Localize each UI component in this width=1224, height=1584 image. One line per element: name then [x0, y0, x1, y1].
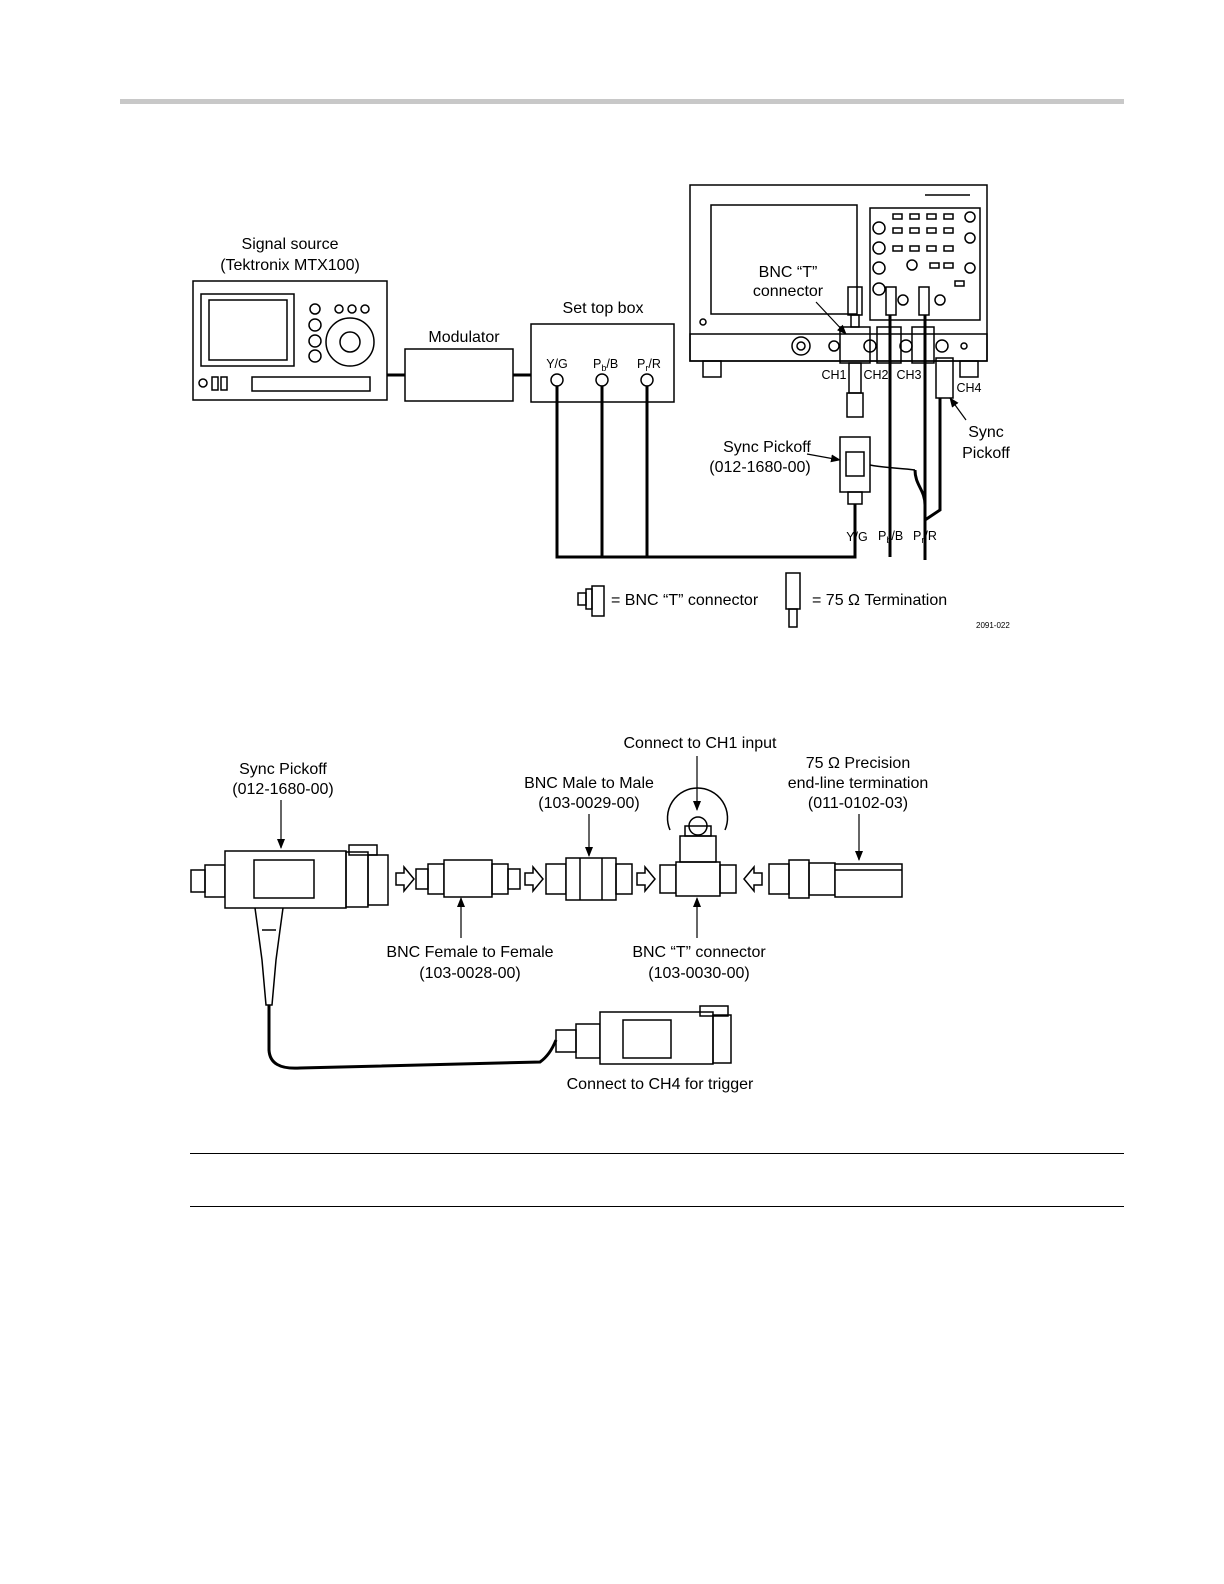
cable-pb-label: Pb/B: [878, 529, 903, 545]
bnc-female-female: [415, 859, 521, 898]
termination-label-3: (011-0102-03): [808, 795, 908, 812]
female-to-female-label-2: (103-0028-00): [419, 965, 520, 982]
stb-pb-label: Pb/B: [593, 357, 618, 373]
note-rule-top: [190, 1153, 1124, 1154]
legend-icons: [577, 572, 801, 628]
bnc-t-connector-assembly: [659, 787, 737, 897]
sync-pickoff-assembly: [190, 844, 389, 1006]
signal-source-device: [192, 280, 388, 401]
signal-source-label: Signal source: [242, 236, 339, 253]
ch4-label: CH4: [956, 381, 981, 395]
sync-pickoff-left-1: Sync Pickoff: [723, 439, 811, 456]
precision-termination: [768, 859, 903, 899]
bnc-t-label-2: connector: [753, 283, 824, 300]
cable-yg-label: Y/G: [846, 530, 868, 544]
figure-2-labels: Sync Pickoff (012-1680-00) Connect to CH…: [232, 735, 928, 1093]
set-top-box-label: Set top box: [563, 300, 644, 317]
assembly-arrow-4: [743, 864, 763, 894]
sync-pickoff-left-2: (012-1680-00): [709, 459, 810, 476]
legend-termination-label: = 75 Ω Termination: [812, 592, 947, 609]
figure-id-label: 2091-022: [976, 621, 1010, 630]
termination-label-2: end-line termination: [788, 775, 929, 792]
sync-pickoff-right-2: Pickoff: [962, 445, 1010, 462]
modulator-box: [404, 348, 514, 402]
sync-pickoff-right-1: Sync: [968, 424, 1004, 441]
male-to-male-label-2: (103-0029-00): [538, 795, 639, 812]
bnc-t-label-1: BNC “T”: [759, 264, 818, 281]
note-rule-bottom: [190, 1206, 1124, 1207]
component-cables: [555, 315, 942, 560]
legend-bnc-t-label: = BNC “T” connector: [611, 592, 759, 609]
oscilloscope: [689, 184, 988, 378]
assembly-arrow-1: [395, 864, 415, 894]
male-to-male-label-1: BNC Male to Male: [524, 775, 654, 792]
stb-yg-label: Y/G: [546, 357, 568, 371]
ch3-label: CH3: [896, 368, 921, 382]
assembly-arrow-3: [636, 864, 656, 894]
ch2-label: CH2: [863, 368, 888, 382]
connect-ch4-label: Connect to CH4 for trigger: [567, 1076, 754, 1093]
figure-2-assembly: [190, 756, 903, 1070]
figure-1-labels: Signal source (Tektronix MTX100) Modulat…: [220, 236, 1010, 630]
connect-ch1-label: Connect to CH1 input: [624, 735, 778, 752]
sync-pickoff-label-1: Sync Pickoff: [239, 761, 327, 778]
sync-pickoff-device: [839, 436, 916, 505]
modulator-label: Modulator: [428, 329, 500, 346]
trigger-cable: [267, 1005, 558, 1070]
bnc-t-connector-label-2: (103-0030-00): [648, 965, 749, 982]
termination-label-1: 75 Ω Precision: [806, 755, 910, 772]
bnc-t-connector-label-1: BNC “T” connector: [632, 944, 766, 961]
bnc-male-male: [545, 857, 633, 901]
stb-pr-label: Pr/R: [637, 357, 661, 373]
signal-source-model: (Tektronix MTX100): [220, 257, 360, 274]
cable-pr-label: Pr/R: [913, 529, 937, 545]
figure-1-setup: [192, 184, 988, 628]
ch1-label: CH1: [821, 368, 846, 382]
assembly-arrow-2: [524, 864, 544, 894]
header-rule: [120, 99, 1124, 104]
ch4-trigger-connector: [555, 1005, 732, 1065]
female-to-female-label-1: BNC Female to Female: [386, 944, 553, 961]
sync-pickoff-label-2: (012-1680-00): [232, 781, 333, 798]
